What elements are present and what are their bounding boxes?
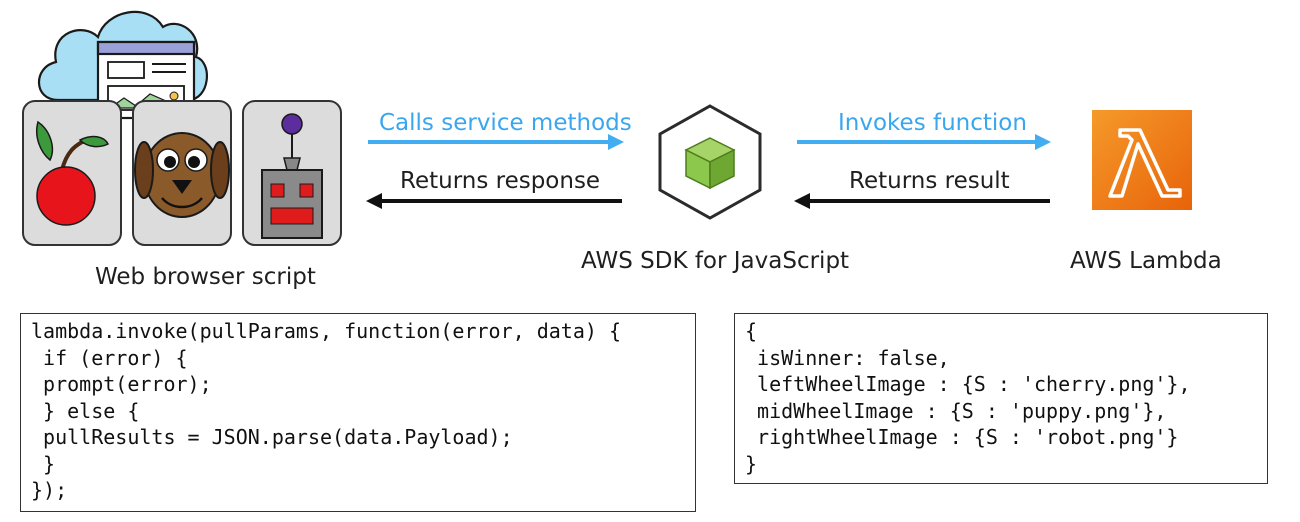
code-line: isWinner: false, <box>745 345 950 370</box>
code-line: }); <box>31 478 68 502</box>
calls-label: Calls service methods <box>379 110 632 136</box>
code-line: } <box>31 451 56 476</box>
calls-arrow <box>368 134 624 150</box>
web-browser-label: Web browser script <box>95 264 316 290</box>
returns-result-arrow <box>794 193 1050 209</box>
invokes-label: Invokes function <box>838 110 1027 136</box>
sdk-label: AWS SDK for JavaScript <box>581 248 850 274</box>
code-line: prompt(error); <box>31 372 212 396</box>
code-line: } else { <box>31 398 140 423</box>
code-line: rightWheelImage : {S : 'robot.png'} <box>745 425 1179 449</box>
nodejs-cube-icon <box>658 104 762 220</box>
code-line: midWheelImage : {S : 'puppy.png'}, <box>745 398 1167 423</box>
code-line: pullResults = JSON.parse(data.Payload); <box>31 425 513 449</box>
cherry-tile <box>22 100 122 246</box>
code-line: leftWheelImage : {S : 'cherry.png'}, <box>745 372 1191 396</box>
returns-result-label: Returns result <box>849 168 1010 194</box>
lambda-label: AWS Lambda <box>1070 248 1222 274</box>
code-line: { <box>745 319 758 343</box>
code-line: if (error) { <box>31 345 188 370</box>
payload-code-block: { isWinner: false, leftWheelImage : {S :… <box>734 313 1268 484</box>
invokes-arrow <box>797 134 1051 150</box>
invoke-code-block: lambda.invoke(pullParams, function(error… <box>20 313 696 512</box>
returns-response-arrow <box>366 193 622 209</box>
code-line: lambda.invoke(pullParams, function(error… <box>31 319 622 343</box>
robot-tile <box>242 100 342 246</box>
code-line: } <box>745 451 758 476</box>
puppy-tile <box>132 100 232 246</box>
lambda-icon <box>1092 110 1192 210</box>
returns-response-label: Returns response <box>400 168 601 194</box>
